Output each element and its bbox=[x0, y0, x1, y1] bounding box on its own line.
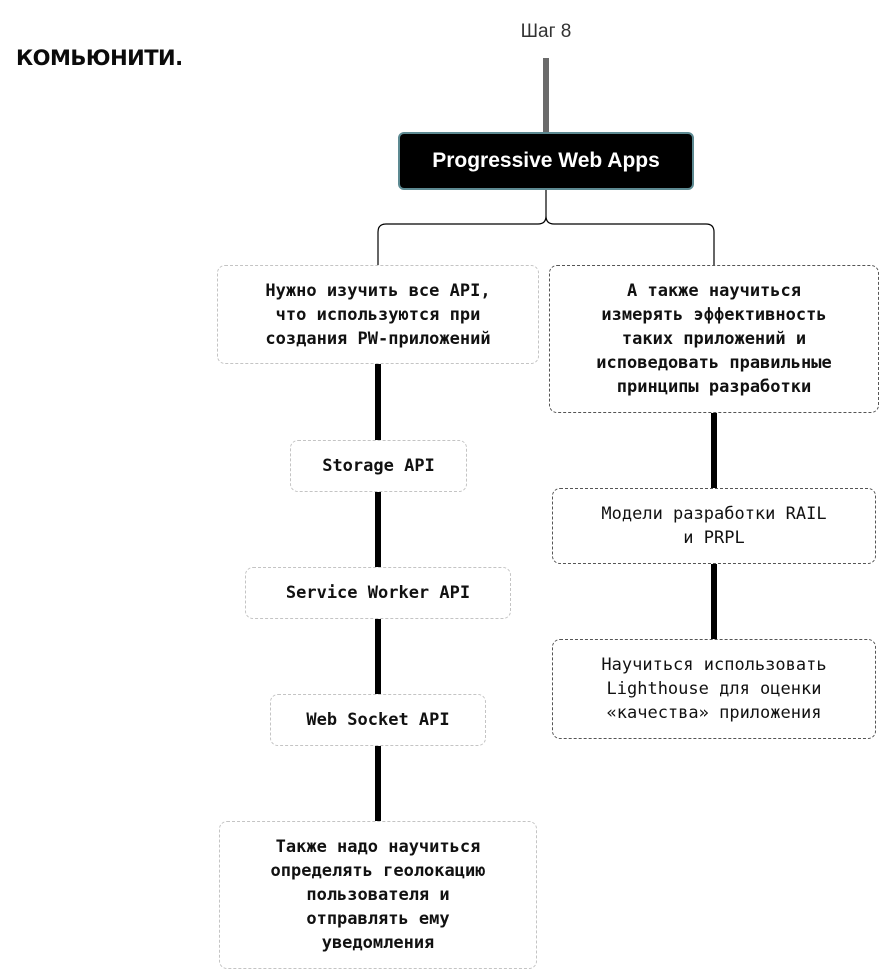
right-header-node: А также научиться измерять эффективность… bbox=[549, 265, 879, 413]
service-worker-api-node: Service Worker API bbox=[245, 567, 511, 619]
storage-api-node: Storage API bbox=[290, 440, 467, 492]
rail-prpl-node: Модели разработки RAIL и PRPL bbox=[552, 488, 876, 564]
root-node-pwa: Progressive Web Apps bbox=[398, 132, 694, 190]
step-label: Шаг 8 bbox=[520, 21, 572, 42]
geolocation-notifications-node: Также надо научиться определять геолокац… bbox=[219, 821, 537, 969]
root-split-bracket bbox=[377, 190, 715, 265]
lighthouse-node: Научиться использовать Lighthouse для оц… bbox=[552, 639, 876, 739]
web-socket-api-node: Web Socket API bbox=[270, 694, 486, 746]
left-header-node: Нужно изучить все API, что используются … bbox=[217, 265, 539, 364]
brand-logo: КОМЬЮНИТИ. bbox=[16, 46, 183, 70]
